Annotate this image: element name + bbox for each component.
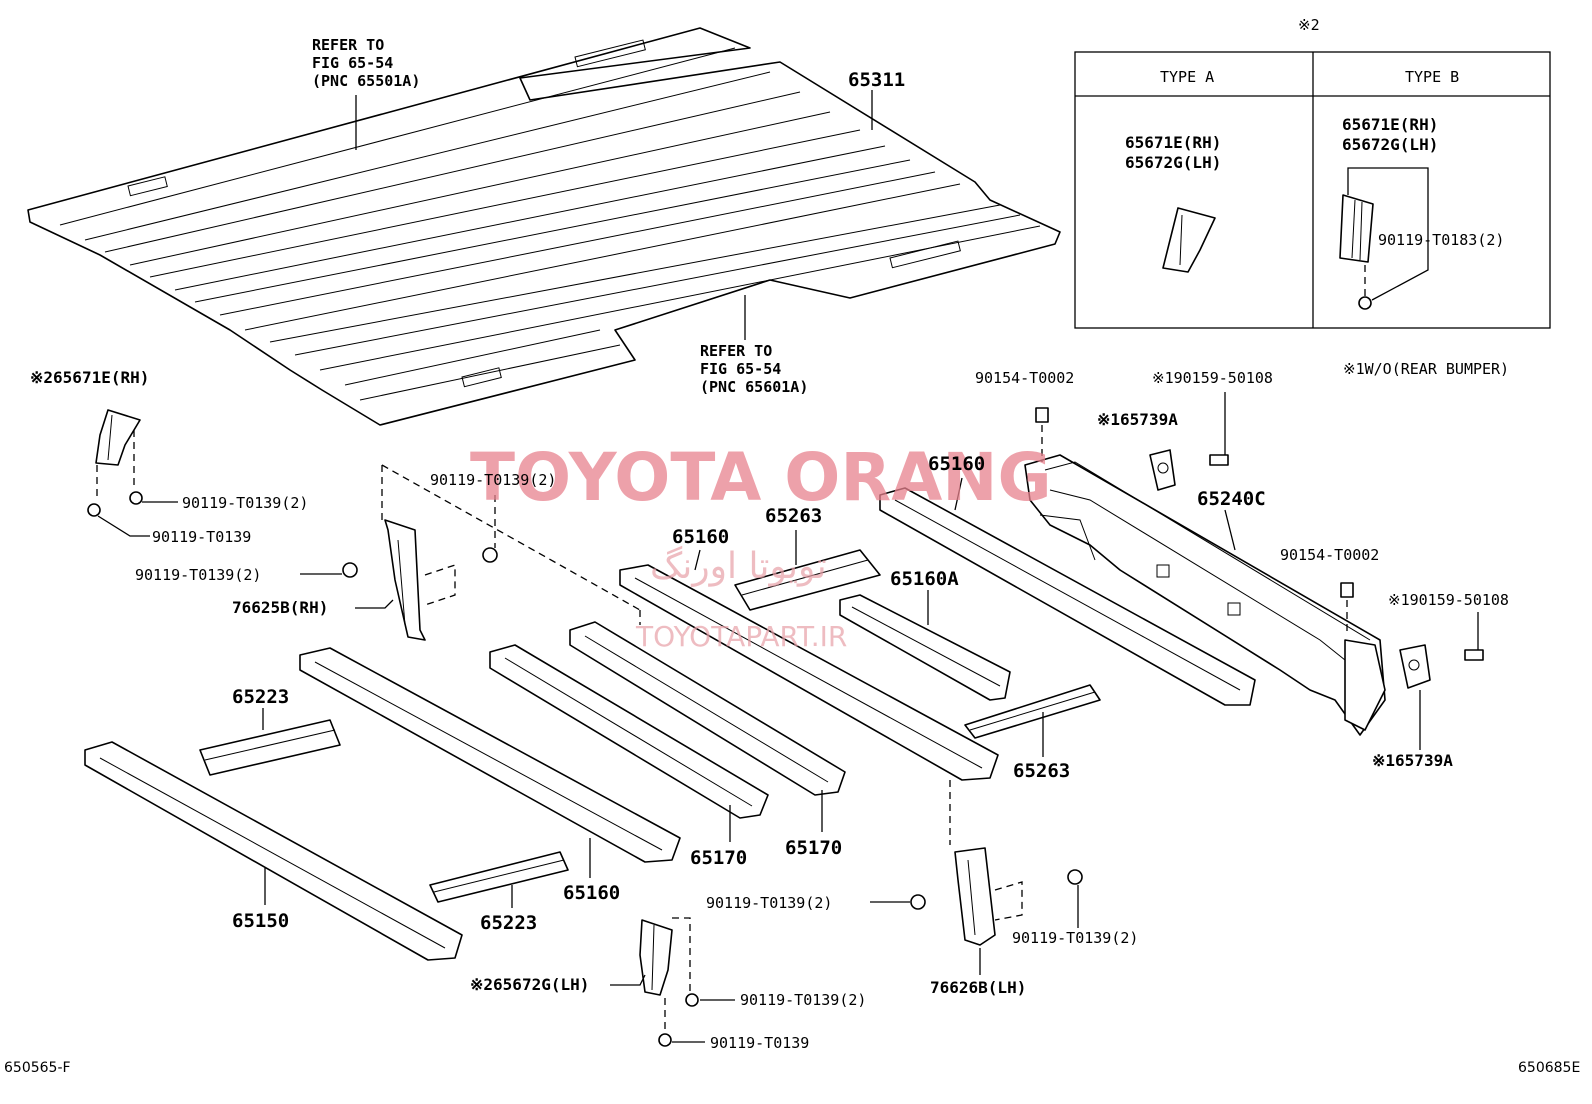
cross-member-65263-right	[964, 684, 1101, 739]
label-65223-top: 65223	[232, 686, 289, 708]
label-note2-mark: ※2	[1298, 16, 1320, 34]
label-90159-top: ※190159-50108	[1152, 369, 1273, 387]
label-90154-top: 90154-T0002	[975, 369, 1074, 387]
label-65150: 65150	[232, 910, 289, 932]
label-90159-right: ※190159-50108	[1388, 591, 1509, 609]
label-refer-top-2: FIG 65-54	[312, 54, 393, 72]
long-member-65150	[84, 741, 463, 961]
label-bolt-b1: 90119-T0139(2)	[706, 894, 832, 912]
label-90154-right: 90154-T0002	[1280, 546, 1379, 564]
label-65311: 65311	[848, 69, 905, 91]
label-bolt-l1: 90119-T0139(2)	[182, 494, 308, 512]
watermark-main: TOYOTA ORANG	[470, 439, 1052, 516]
label-65739a-right: ※165739A	[1372, 751, 1453, 770]
label-bolt-l2: 90119-T0139	[152, 528, 251, 546]
label-refer-top-1: REFER TO	[312, 36, 384, 54]
label-type-b-bolt: 90119-T0183(2)	[1378, 231, 1504, 249]
bracket-65739a-top	[1149, 392, 1229, 491]
label-type-b-rh: 65671E(RH)	[1342, 115, 1438, 134]
cross-member-65160a	[839, 594, 1011, 701]
label-65263-top: 65263	[765, 505, 822, 527]
long-member-65170-a	[489, 644, 769, 819]
bracket-76626b	[870, 847, 1083, 975]
bracket-65672g-bottom	[639, 917, 735, 1047]
label-type-a-rh: 65671E(RH)	[1125, 133, 1221, 152]
label-refer-top-3: (PNC 65501A)	[312, 72, 420, 90]
label-corner-right: 650685E	[1518, 1060, 1580, 1076]
long-member-65160-right	[879, 487, 1256, 706]
label-refer-mid-3: (PNC 65601A)	[700, 378, 808, 396]
long-member-65160-center	[619, 564, 999, 845]
watermark-url: TOYOTAPART.IR	[635, 620, 847, 653]
rear-member-65240c	[1024, 407, 1386, 736]
long-member-65170-b	[569, 621, 846, 796]
label-65160a: 65160A	[890, 568, 959, 590]
label-65223-bottom: 65223	[480, 912, 537, 934]
label-bolt-c2: 90119-T0139(2)	[135, 566, 261, 584]
bracket-65671e-left	[87, 409, 178, 537]
label-65263-right: 65263	[1013, 760, 1070, 782]
label-note1: ※1W/O(REAR BUMPER)	[1343, 360, 1509, 378]
label-type-a: TYPE A	[1160, 68, 1214, 86]
label-left-lh: ※265672G(LH)	[470, 975, 589, 994]
floor-panel-65311	[27, 27, 1061, 426]
cross-member-65263-top	[734, 549, 881, 611]
label-65170-b: 65170	[785, 837, 842, 859]
bracket-76625b	[300, 464, 641, 641]
leader-lines	[262, 477, 1044, 986]
long-member-65160-left	[299, 647, 681, 863]
watermark-persian: تویوتا اورنگ	[650, 545, 827, 587]
cross-member-65223-top	[199, 719, 341, 776]
bracket-65739a-right	[1399, 612, 1484, 750]
label-65160-right: 65160	[928, 453, 985, 475]
label-type-a-lh: 65672G(LH)	[1125, 153, 1221, 172]
label-type-b-lh: 65672G(LH)	[1342, 135, 1438, 154]
cross-member-65223-bottom	[429, 851, 569, 903]
label-65170-a: 65170	[690, 847, 747, 869]
label-corner-left: 650565-F	[4, 1060, 71, 1076]
labels: REFER TO FIG 65-54 (PNC 65501A) REFER TO…	[4, 16, 1580, 1076]
label-refer-mid-1: REFER TO	[700, 342, 772, 360]
label-bolt-b3: 90119-T0139(2)	[740, 991, 866, 1009]
label-65739a-top: ※165739A	[1097, 410, 1178, 429]
label-bolt-b2: 90119-T0139(2)	[1012, 929, 1138, 947]
label-left-rh: ※265671E(RH)	[30, 368, 149, 387]
label-bolt-c1: 90119-T0139(2)	[430, 471, 556, 489]
label-65160-left: 65160	[563, 882, 620, 904]
watermark: TOYOTA ORANG تویوتا اورنگ TOYOTAPART.IR	[470, 439, 1052, 653]
type-box	[1074, 51, 1551, 329]
label-65160-center: 65160	[672, 526, 729, 548]
label-refer-mid-2: FIG 65-54	[700, 360, 781, 378]
label-76625b: 76625B(RH)	[232, 598, 328, 617]
label-76626b: 76626B(LH)	[930, 978, 1026, 997]
label-bolt-b4: 90119-T0139	[710, 1034, 809, 1052]
label-65240c: 65240C	[1197, 488, 1266, 510]
label-type-b: TYPE B	[1405, 68, 1459, 86]
